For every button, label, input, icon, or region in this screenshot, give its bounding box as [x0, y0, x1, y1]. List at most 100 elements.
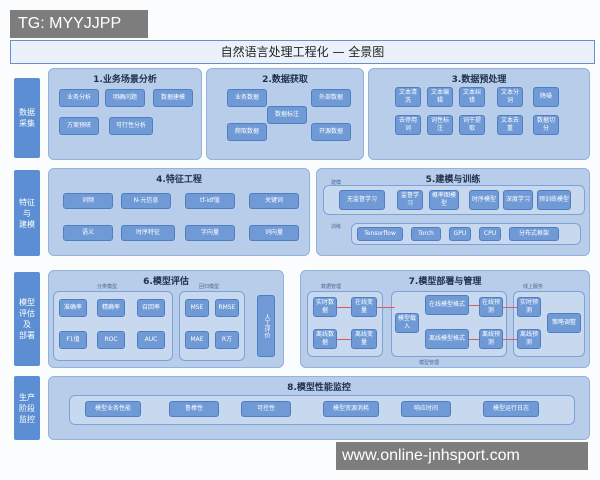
box-temporal-features: 时序特征	[121, 225, 175, 241]
box-torch: Torch	[411, 227, 441, 241]
box-cpu: CPU	[479, 227, 501, 241]
side-label-feature-modeling: 特征 与 建模	[14, 170, 40, 256]
box-offline-prediction: 离线预测	[479, 329, 503, 349]
sublabel-training: 训练	[331, 224, 342, 230]
sublabel-online-service: 线上服务	[523, 284, 544, 290]
box-deep-learning: 深度学习	[503, 190, 533, 210]
arrow-connector	[337, 339, 351, 340]
box-response-time: 响应时间	[401, 401, 451, 417]
box-solution-research: 方案预研	[59, 117, 99, 135]
box-f1: F1值	[59, 331, 87, 349]
panel-performance-monitoring: 8.模型性能监控 模型业务性能 鲁棒性 可控性 模型资源消耗 响应时间 模型运行…	[48, 376, 590, 440]
box-distributed-framework: 分布式框架	[509, 227, 559, 241]
box-offline-model-format: 离线模型格式	[425, 329, 469, 349]
watermark-url: www.online-jnhsport.com	[336, 442, 588, 470]
box-resource-consumption: 模型资源消耗	[323, 401, 379, 417]
side-label-production-monitoring: 生产 阶段 监控	[14, 376, 40, 440]
panel-business-analysis: 1.业务场景分析 业务分析 明确问题 数据建模 方案预研 可行性分析	[48, 68, 202, 160]
panel-title: 8.模型性能监控	[287, 383, 351, 393]
arrow-connector	[503, 307, 517, 308]
panel-title: 1.业务场景分析	[93, 75, 157, 85]
box-text-dedup: 文本去重	[497, 115, 523, 135]
box-precision: 精确率	[97, 299, 125, 317]
box-gpu: GPU	[449, 227, 471, 241]
side-label-eval-deploy: 模型 评估 及 部署	[14, 272, 40, 366]
box-text-editing: 文本编辑	[427, 87, 453, 107]
panel-title: 6.模型评估	[143, 277, 189, 287]
sublabel-model-management: 模型管理	[419, 360, 440, 366]
sublabel-regression: 回归模型	[199, 284, 220, 290]
box-robustness: 鲁棒性	[169, 401, 219, 417]
panel-modeling-training: 5.建模与训练 建模 无监督学习 监督学习 概率图模型 时序模型 深度学习 预训…	[316, 168, 590, 256]
box-probabilistic-graph: 概率图模型	[429, 190, 459, 210]
panel-data-acquisition: 2.数据获取 业务数据 外部数据 数据标注 爬取数据 开源数据	[206, 68, 364, 160]
diagram-title: 自然语言处理工程化 — 全景图	[10, 40, 595, 64]
box-open-source-data: 开源数据	[311, 123, 351, 141]
box-keywords: 关键词	[249, 193, 299, 209]
box-offline-variables: 离线变量	[351, 329, 377, 349]
box-tensorflow: Tensorflow	[357, 227, 403, 241]
box-online-model-format: 在线模型格式	[425, 295, 469, 315]
panel-title: 3.数据预处理	[451, 75, 507, 85]
box-semantics: 语义	[63, 225, 113, 241]
box-pretrained-model: 预训练模型	[537, 190, 571, 210]
box-recall: 召回率	[137, 299, 165, 317]
box-realtime-prediction: 实时预测	[517, 297, 541, 317]
box-accuracy: 准确率	[59, 299, 87, 317]
box-sequence-model: 时序模型	[469, 190, 499, 210]
box-char-vector: 字向量	[185, 225, 235, 241]
box-r-squared: R方	[215, 331, 239, 349]
arrow-connector	[503, 339, 517, 340]
box-data-split: 数据切分	[533, 115, 559, 135]
arrow-connector	[337, 307, 351, 308]
box-text-correction: 文本纠错	[459, 87, 485, 107]
box-define-problem: 明确问题	[105, 89, 145, 107]
sublabel-data-management: 数据管理	[321, 284, 342, 290]
box-stopword-removal: 去停用词	[395, 115, 421, 135]
box-business-analysis: 业务分析	[59, 89, 99, 107]
side-label-data-collection: 数据 采集	[14, 78, 40, 158]
panel-data-preprocessing: 3.数据预处理 文本清洗 文本编辑 文本纠错 文本分词 降噪 去停用词 词性标注…	[368, 68, 590, 160]
box-pos-tagging: 词性标注	[427, 115, 453, 135]
panel-title: 2.数据获取	[262, 75, 308, 85]
box-online-variables: 在线变量	[351, 297, 377, 317]
box-mse: MSE	[185, 299, 209, 317]
box-auc: AUC	[137, 331, 165, 349]
sublabel-classification: 分类模型	[97, 284, 118, 290]
box-data-labeling: 数据标注	[267, 106, 307, 124]
box-tfidf: tf-idf值	[185, 193, 235, 209]
arrow-connector	[469, 305, 479, 306]
sublabel-modeling: 建模	[331, 180, 342, 186]
box-online-prediction: 在线预测	[479, 297, 503, 317]
box-mae: MAE	[185, 331, 209, 349]
box-text-segmentation: 文本分词	[497, 87, 523, 107]
box-ngram: N-元信息	[121, 193, 171, 209]
box-offline-data: 离线数据	[313, 329, 337, 349]
box-word-vector: 词向量	[249, 225, 299, 241]
box-offline-prediction-service: 离线预测	[517, 329, 541, 349]
box-realtime-data: 实时数据	[313, 297, 337, 317]
box-business-data: 业务数据	[227, 89, 267, 107]
box-run-logs: 模型运行日志	[483, 401, 539, 417]
box-human-evaluation: 人工评价	[257, 295, 275, 357]
panel-deployment-management: 7.模型部署与管理 数据管理 模型管理 线上服务 实时数据 离线数据 在线变量 …	[300, 270, 590, 368]
panel-title: 7.模型部署与管理	[408, 277, 482, 287]
box-stemming: 词干提取	[459, 115, 485, 135]
box-model-loading: 模型载入	[395, 313, 419, 333]
box-roc: ROC	[97, 331, 125, 349]
box-strategy-adjustment: 策略调整	[547, 313, 581, 333]
box-supervised-learning: 监督学习	[397, 190, 423, 210]
box-external-data: 外部数据	[311, 89, 351, 107]
box-controllability: 可控性	[241, 401, 291, 417]
panel-title: 5.建模与训练	[425, 175, 481, 185]
box-unsupervised-learning: 无监督学习	[339, 190, 385, 210]
box-feasibility: 可行性分析	[109, 117, 153, 135]
panel-model-evaluation: 6.模型评估 分类模型 回归模型 准确率 精确率 召回率 F1值 ROC AUC…	[48, 270, 284, 368]
box-rmse: RMSE	[215, 299, 239, 317]
box-denoising: 降噪	[533, 87, 559, 107]
box-data-modeling: 数据建模	[153, 89, 193, 107]
box-text-cleaning: 文本清洗	[395, 87, 421, 107]
box-crawled-data: 爬取数据	[227, 123, 267, 141]
box-business-performance: 模型业务性能	[85, 401, 141, 417]
